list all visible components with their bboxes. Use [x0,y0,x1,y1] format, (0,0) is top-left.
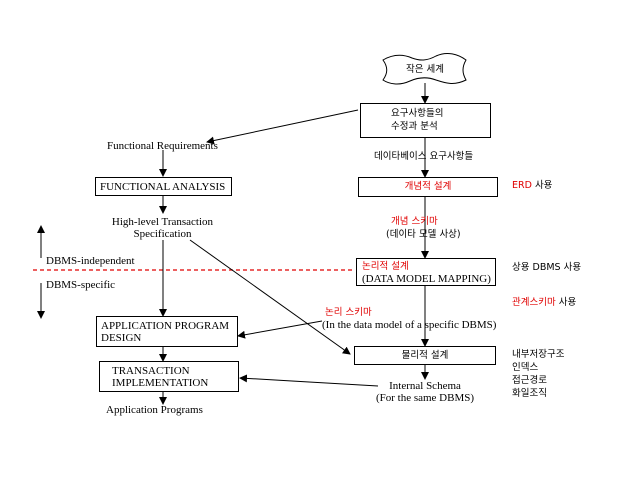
conceptual-design-label: 개념적 설계 [404,181,452,192]
physical-note-3: 접근경로 [512,375,547,386]
erd-usage-note: ERD 사용 [512,180,552,192]
conceptual-schema-note: (데이타 모델 사상) [386,229,461,240]
internal-schema-line1: Internal Schema [389,380,461,392]
functional-requirements-label: Functional Requirements [107,140,218,152]
functional-analysis-label: FUNCTIONAL ANALYSIS [100,181,226,193]
relational-schema-suffix: 사용 [555,297,577,308]
physical-design-box: 물리적 설계 [354,346,496,365]
transaction-implementation-line2: IMPLEMENTATION [112,377,209,389]
transaction-implementation-box: TRANSACTION IMPLEMENTATION [99,361,239,392]
arrow-requirements-to-functional-req [206,109,359,145]
functional-analysis-box: FUNCTIONAL ANALYSIS [95,177,232,196]
conceptual-schema-label: 개념 스키마 [391,216,438,227]
erd-usage-suffix: 사용 [531,180,553,191]
physical-note-2: 인덱스 [512,362,539,373]
logical-schema-note: (In the data model of a specific DBMS) [322,319,497,331]
arrow-spec-to-physical [189,239,351,355]
dbms-independent-label: DBMS-independent [46,255,135,267]
db-requirements-label: 데이타베이스 요구사항들 [374,151,474,162]
high-level-spec-line2: Specification [133,228,192,240]
internal-schema-line2: (For the same DBMS) [375,392,475,404]
physical-note-4: 화일조직 [512,388,547,399]
requirements-collection-line1: 요구사항들의 [391,108,444,119]
commercial-dbms-note: 상용 DBMS 사용 [512,262,582,273]
start-node-label: 작은 세계 [406,64,444,75]
arrow-internal-schema-to-transaction [239,374,379,387]
dbms-specific-label: DBMS-specific [46,279,116,291]
logical-design-label: 논리적 설계 [362,261,409,272]
conceptual-design-box: 개념적 설계 [358,177,498,197]
application-program-design-box: APPLICATION PROGRAM DESIGN [96,316,238,347]
relational-schema-highlight: 관계스키마 [512,297,556,308]
requirements-collection-line2: 수정과 분석 [391,121,438,132]
erd-usage-highlight: ERD [512,180,532,191]
application-program-design-line2: DESIGN [101,332,142,344]
logical-schema-label: 논리 스키마 [325,307,372,318]
start-wave-shape [382,52,467,85]
high-level-spec-line1: High-level Transaction [111,216,214,228]
application-programs-label: Application Programs [106,404,203,416]
relational-schema-note: 관계스키마 사용 [512,297,576,309]
transaction-implementation-line1: TRANSACTION [112,365,190,377]
application-program-design-line1: APPLICATION PROGRAM [101,320,230,332]
physical-design-label: 물리적 설계 [401,350,449,361]
requirements-collection-box: 요구사항들의 수정과 분석 [360,103,491,138]
arrow-logical-schema-to-app-design [237,320,323,339]
data-model-mapping-label: (DATA MODEL MAPPING) [362,273,491,285]
physical-note-1: 내부저장구조 [512,349,565,360]
logical-design-box: 논리적 설계 (DATA MODEL MAPPING) [356,258,496,286]
